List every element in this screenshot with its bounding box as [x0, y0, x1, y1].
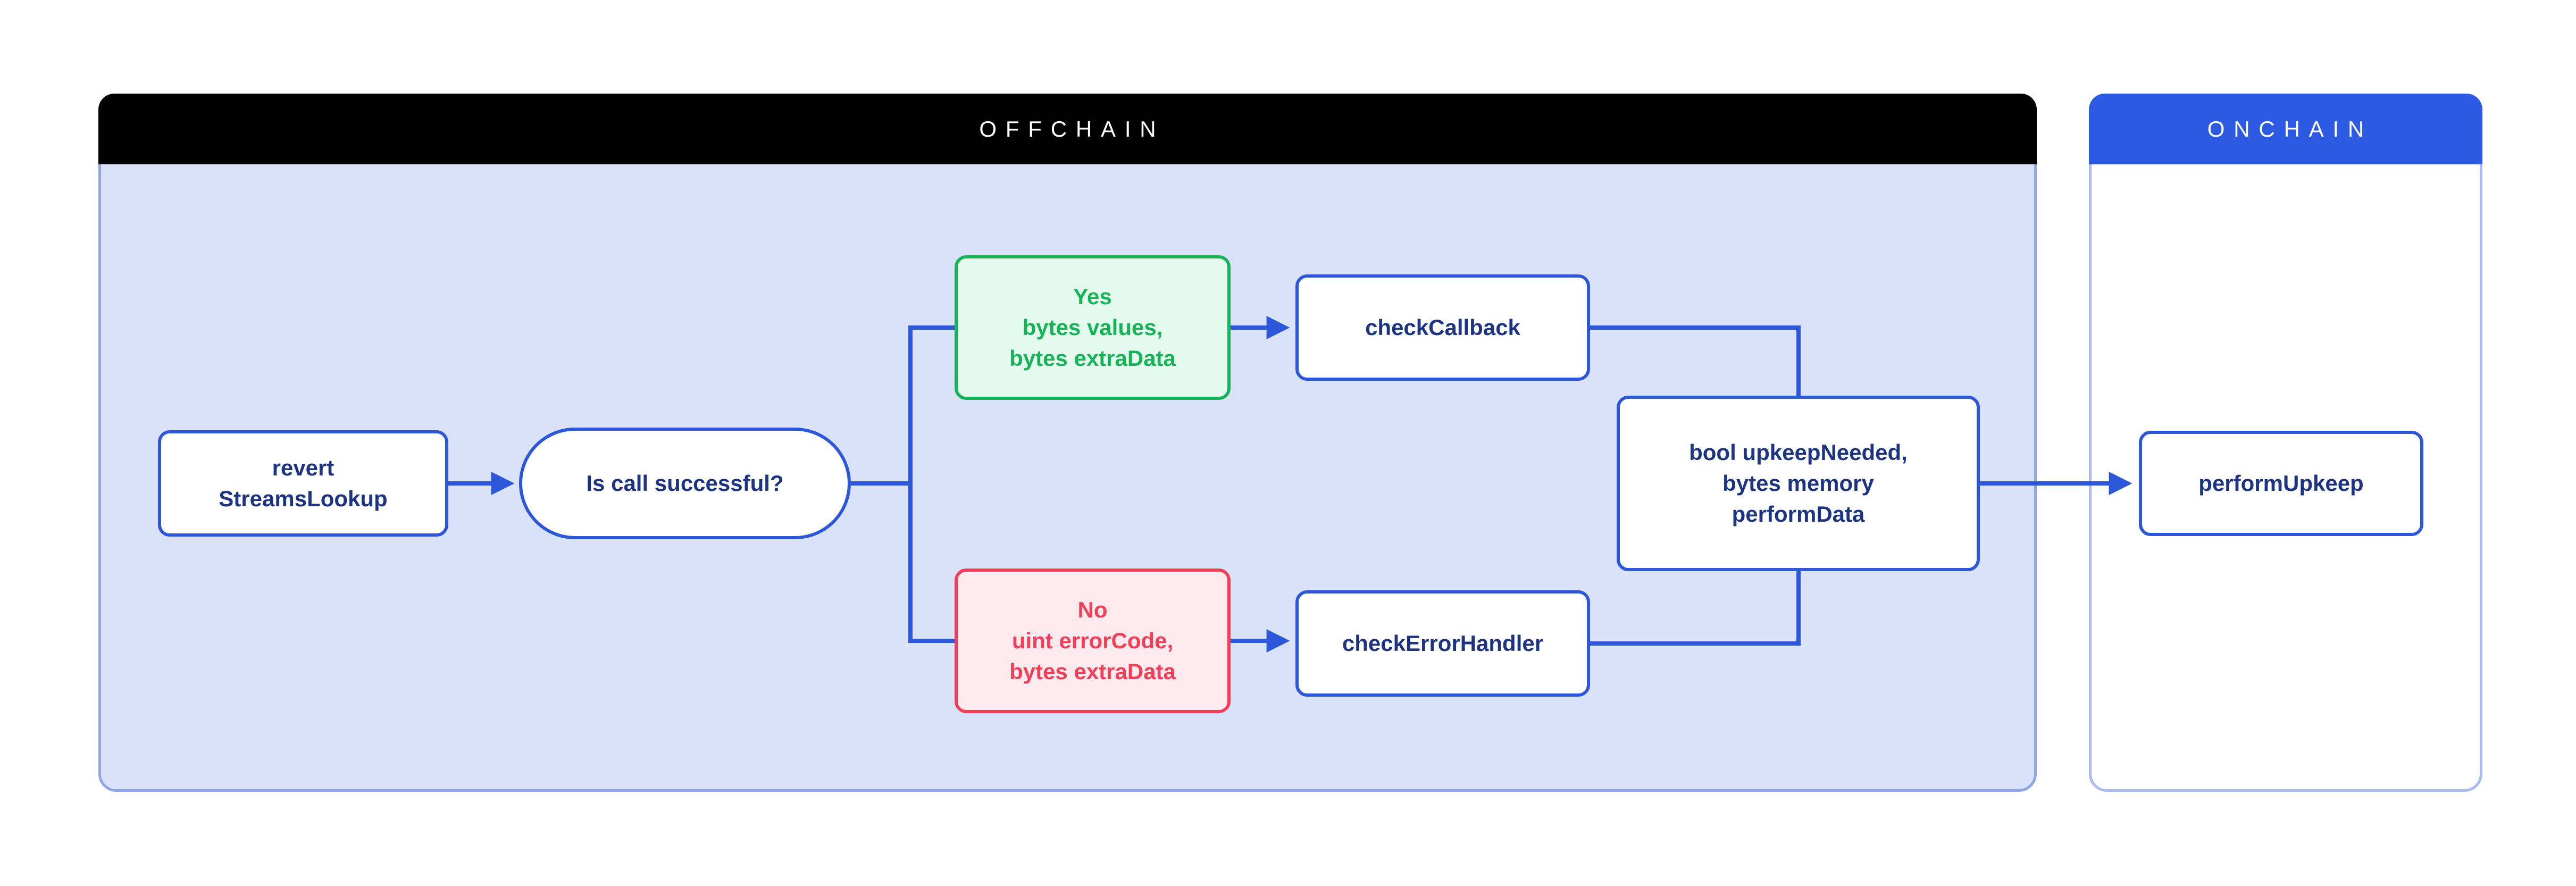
- onchain-title: ONCHAIN: [2207, 116, 2373, 141]
- node-is-call-successful: Is call successful?: [519, 428, 851, 539]
- node-checkcallback-label: checkCallback: [1365, 315, 1520, 340]
- node-upkeep-result: bool upkeepNeeded, bytes memory performD…: [1617, 396, 1980, 571]
- node-performupkeep-label: performUpkeep: [2198, 471, 2364, 496]
- offchain-title: OFFCHAIN: [979, 116, 1165, 141]
- node-checkerrorhandler: checkErrorHandler: [1295, 590, 1590, 697]
- node-yes-branch-label: Yes bytes values, bytes extraData: [1009, 284, 1176, 371]
- node-checkcallback: checkCallback: [1295, 274, 1590, 381]
- node-revert-streamslookup: revert StreamsLookup: [158, 430, 448, 537]
- node-no-branch: No uint errorCode, bytes extraData: [955, 569, 1231, 713]
- node-revert-streamslookup-label: revert StreamsLookup: [219, 455, 388, 511]
- onchain-header: ONCHAIN: [2089, 94, 2482, 164]
- node-checkerrorhandler-label: checkErrorHandler: [1342, 631, 1544, 656]
- node-is-call-successful-label: Is call successful?: [586, 471, 784, 496]
- node-yes-branch: Yes bytes values, bytes extraData: [955, 255, 1231, 400]
- node-performupkeep: performUpkeep: [2139, 431, 2423, 536]
- offchain-header: OFFCHAIN: [98, 94, 2037, 164]
- node-upkeep-result-label: bool upkeepNeeded, bytes memory performD…: [1689, 440, 1908, 526]
- node-no-branch-label: No uint errorCode, bytes extraData: [1009, 597, 1176, 684]
